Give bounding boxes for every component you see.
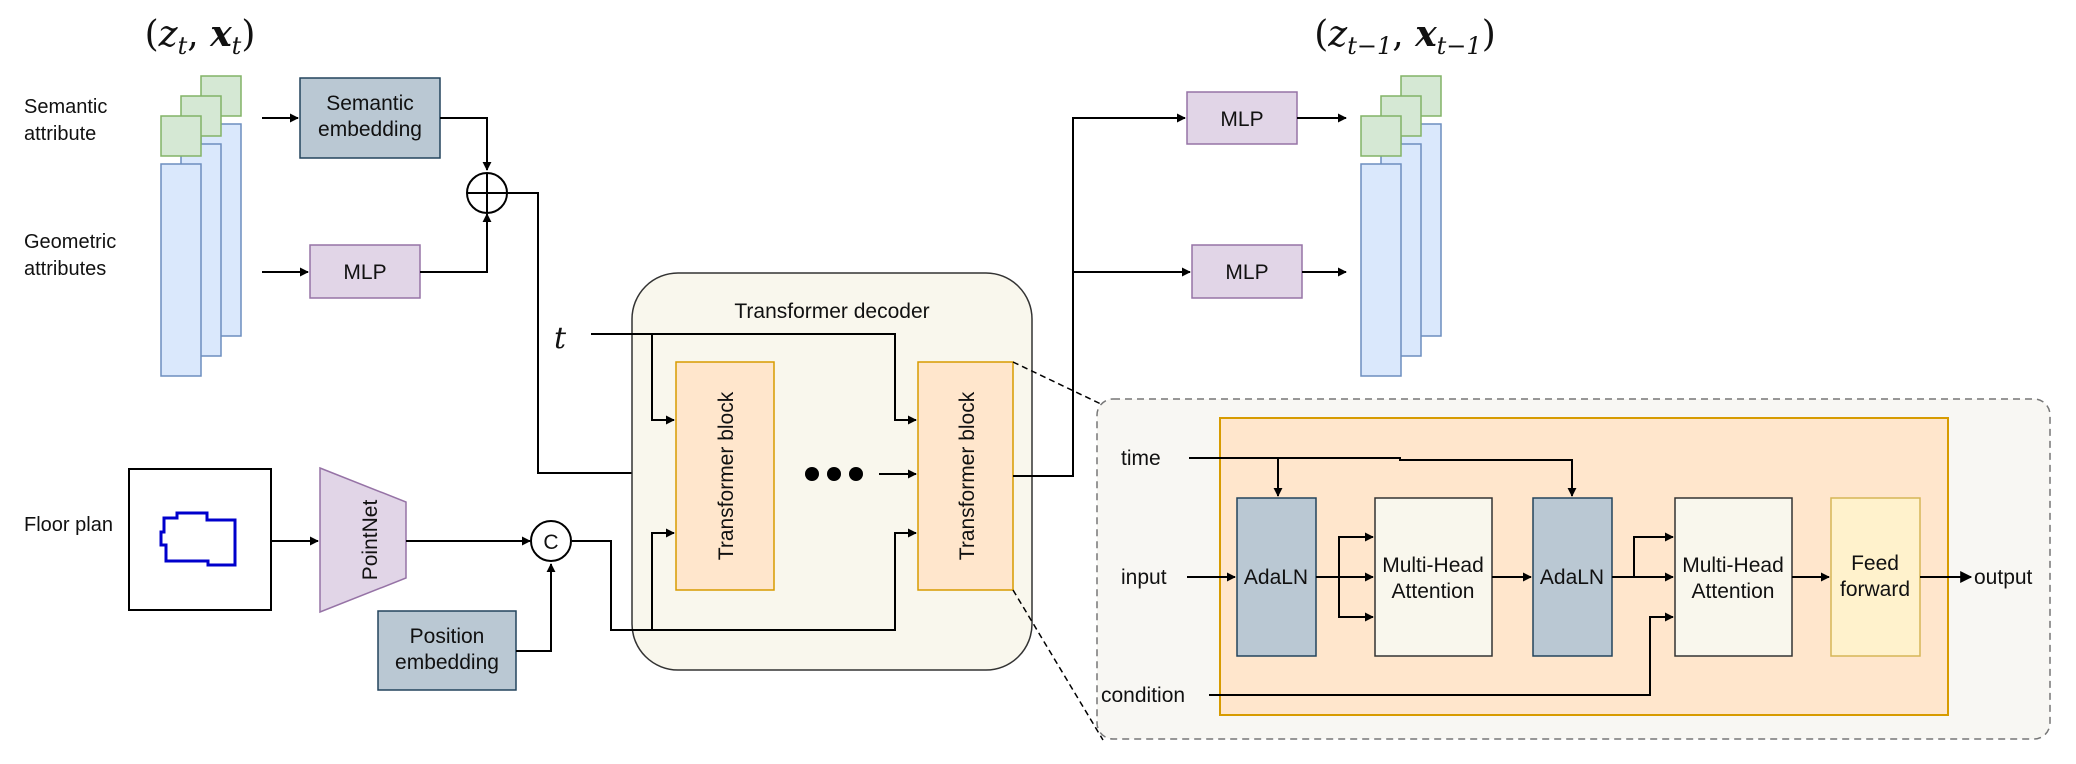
floor-plan-outline	[159, 511, 237, 567]
concat-node: C	[530, 520, 572, 562]
output-token-stack	[1360, 75, 1442, 377]
adaln-2	[1532, 497, 1613, 657]
svg-text:MLP: MLP	[1220, 108, 1263, 131]
transformer-block-n	[917, 361, 1014, 591]
svg-text:Transformer block: Transformer block	[715, 391, 738, 560]
floor-plan-label: Floor plan	[24, 514, 113, 536]
svg-text:Transformer block: Transformer block	[956, 391, 979, 560]
input-token-stack	[160, 75, 242, 377]
time-t-label: t	[554, 321, 567, 356]
svg-text:AdaLN: AdaLN	[1244, 566, 1308, 589]
transformer-block-1	[675, 361, 775, 591]
zoom-line-top	[1012, 361, 1104, 406]
pointnet-box	[319, 466, 407, 614]
svg-text:AdaLN: AdaLN	[1540, 566, 1604, 589]
floor-plan-box	[128, 468, 272, 611]
detail-input-label: input	[1121, 566, 1167, 589]
transformer-decoder-title: Transformer decoder	[734, 300, 929, 323]
zoom-line-bottom	[1012, 589, 1104, 741]
detail-time-label: time	[1121, 447, 1161, 470]
svg-text:PointNet: PointNet	[359, 500, 382, 581]
state-t-label: (zt, xt)	[145, 13, 256, 60]
svg-text:C: C	[543, 531, 558, 554]
adaln-1	[1236, 497, 1317, 657]
position-embedding-box	[377, 610, 517, 691]
svg-text:MLP: MLP	[343, 261, 386, 284]
feed-forward-box	[1830, 497, 1921, 657]
sum-node	[466, 172, 508, 214]
multi-head-attention-2	[1674, 497, 1793, 657]
svg-text:MLP: MLP	[1225, 261, 1268, 284]
output-mlp-bottom	[1191, 244, 1303, 299]
detail-condition-label: condition	[1101, 684, 1185, 707]
detail-output-label: output	[1974, 566, 2033, 589]
multi-head-attention-1	[1374, 497, 1493, 657]
ellipsis-icon	[805, 467, 863, 481]
state-t-minus-1-label: (zt−1, xt−1)	[1314, 13, 1495, 60]
